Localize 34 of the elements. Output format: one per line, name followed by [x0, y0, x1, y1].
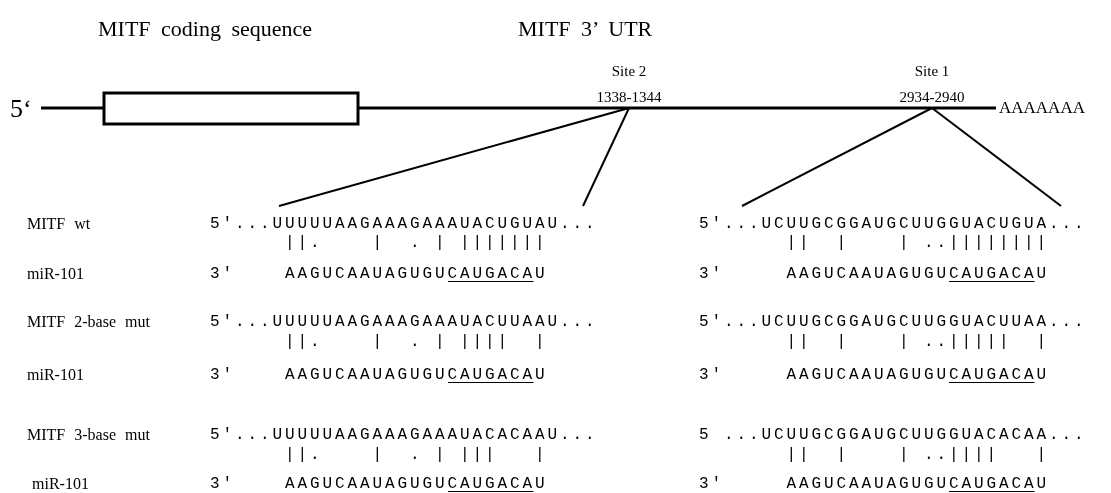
expansion-line	[741, 107, 933, 207]
construct-name: MITF wt	[27, 214, 91, 234]
base-pairing-marks: ||. | . | |||||||	[285, 233, 548, 253]
target-sequence: 5'...UUUUUAAGAAAGAAAUACACAAU...	[210, 425, 598, 445]
strand-end-label: 5‘	[10, 94, 32, 124]
expansion-line	[582, 107, 630, 207]
strand-end-label: 3'	[210, 474, 235, 493]
region-title: MITF 3’ UTR	[518, 16, 653, 42]
binding-site-label: Site 2 1338-1344	[574, 58, 684, 108]
construct-name: MITF 2-base mut	[27, 312, 150, 332]
mirna-name: miR-101	[32, 474, 89, 493]
base-pairing-marks: ||. | . | ||| |	[285, 445, 548, 465]
construct-name: MITF 3-base mut	[27, 425, 150, 445]
base-pairing-marks: || | | ..||||| |	[786, 332, 1050, 352]
base-pairing-marks: || | | ..||||||||	[786, 233, 1050, 253]
mirna-name: miR-101	[27, 264, 84, 284]
strand-end-label: 3'	[699, 264, 724, 284]
strand-end-label: 3'	[699, 474, 724, 493]
target-sequence: 5 ...UCUUGCGGAUGCUUGGUACACAA...	[699, 425, 1087, 445]
strand-end-label: 3'	[699, 365, 724, 385]
expansion-line	[278, 107, 630, 207]
binding-site-label: Site 1 2934-2940	[877, 58, 987, 108]
strand-end-label: 3'	[210, 264, 235, 284]
mirna-name: miR-101	[27, 365, 84, 385]
region-title: MITF coding sequence	[98, 16, 313, 42]
base-pairing-marks: ||. | . | |||| |	[285, 332, 548, 352]
target-sequence: 5'...UCUUGCGGAUGCUUGGUACUGUA...	[699, 214, 1087, 234]
target-sequence: 5'...UUUUUAAGAAAGAAAUACUGUAU...	[210, 214, 598, 234]
base-pairing-marks: || | | ..|||| |	[786, 445, 1050, 465]
target-sequence: 5'...UUUUUAAGAAAGAAAUACUUAAU...	[210, 312, 598, 332]
strand-end-label: 3'	[210, 365, 235, 385]
expansion-line	[931, 107, 1062, 207]
target-sequence: 5'...UCUUGCGGAUGCUUGGUACUUAA...	[699, 312, 1087, 332]
poly-a-tail-label: AAAAAAA	[999, 97, 1085, 118]
